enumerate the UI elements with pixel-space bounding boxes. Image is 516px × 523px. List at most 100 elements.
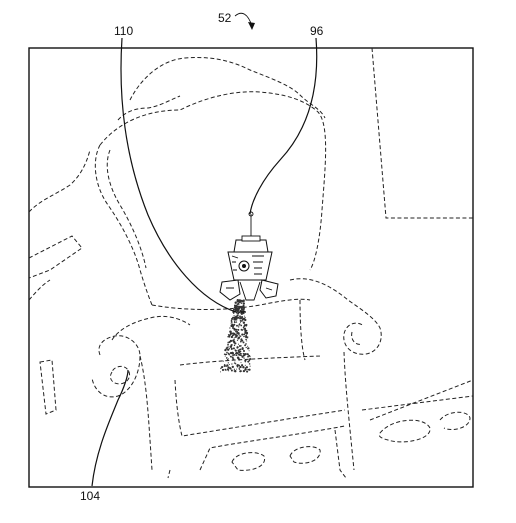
spray-dot xyxy=(233,320,235,322)
spray-dot xyxy=(240,364,244,367)
spray-dot xyxy=(241,316,244,319)
spray-dot xyxy=(234,316,237,318)
spray-dot xyxy=(235,354,238,356)
spray-dot xyxy=(245,335,248,339)
spray-dot xyxy=(229,330,232,333)
spray-dot xyxy=(242,369,246,373)
spray-dot xyxy=(224,368,227,371)
spray-dot xyxy=(231,317,234,320)
spray-dot xyxy=(242,303,244,305)
spray-dot xyxy=(239,348,242,351)
spray-dot xyxy=(243,328,245,330)
spray-dot xyxy=(244,316,246,319)
spray-dot xyxy=(234,308,237,311)
spray-dot xyxy=(243,333,246,336)
spray-dot xyxy=(238,358,241,361)
spray-dot xyxy=(233,334,235,336)
spray-dot xyxy=(239,370,242,372)
spray-dot xyxy=(229,345,233,348)
spray-dot xyxy=(228,346,230,348)
spray-dot xyxy=(245,338,247,341)
spray-dot xyxy=(236,333,238,335)
spray-dot xyxy=(227,366,230,369)
spray-dot xyxy=(238,354,240,356)
spray-dot xyxy=(233,315,235,317)
spray-dot xyxy=(236,324,238,327)
spray-dot xyxy=(240,324,243,327)
spray-dot xyxy=(244,359,247,362)
spray-dot xyxy=(246,337,249,339)
spray-dot xyxy=(233,312,235,314)
spray-dot xyxy=(247,348,249,350)
spray-dot xyxy=(239,299,242,302)
spray-dot xyxy=(236,307,239,310)
spray-dot xyxy=(237,349,240,352)
spray-dot xyxy=(238,307,241,310)
spray-dot xyxy=(245,343,247,345)
suspended-device xyxy=(219,211,279,301)
spray-dot xyxy=(230,347,233,350)
spray-dot xyxy=(243,325,245,328)
spray-dot xyxy=(248,368,251,371)
spray-dot xyxy=(239,315,241,318)
spray-dot xyxy=(240,302,242,304)
spray-dot xyxy=(236,356,240,359)
spray-dot xyxy=(236,346,239,349)
spray-dot xyxy=(238,299,241,301)
spray-dot xyxy=(220,367,222,370)
spray-dot xyxy=(224,349,227,351)
spray-dot xyxy=(221,366,224,369)
spray-dot xyxy=(234,363,237,365)
spray-dot xyxy=(237,312,240,315)
spray-dot xyxy=(225,347,228,350)
spray-dot xyxy=(240,362,242,364)
spray-dot xyxy=(234,336,236,338)
spray-dot xyxy=(227,362,229,364)
spray-dot xyxy=(247,336,249,338)
spray-dot xyxy=(248,363,251,365)
spray-dot xyxy=(238,345,241,347)
spray-dot xyxy=(242,366,245,369)
spray-dot xyxy=(236,330,239,333)
spray-dot xyxy=(238,336,241,339)
spray-dot xyxy=(244,364,246,366)
spray-dot xyxy=(242,312,245,315)
spray-dot xyxy=(234,343,236,345)
spray-dot xyxy=(237,316,239,319)
spray-dot xyxy=(240,310,243,312)
spray-dot xyxy=(225,353,228,356)
spray-dot xyxy=(232,332,234,334)
spray-dot xyxy=(219,371,222,373)
spray-dot xyxy=(242,321,246,324)
spray-dot xyxy=(232,354,234,356)
spray-dot xyxy=(241,339,244,342)
spray-dot xyxy=(229,327,231,329)
spray-dot xyxy=(243,335,245,338)
spray-dot xyxy=(231,363,233,365)
spray-dot xyxy=(241,300,244,303)
spray-dot xyxy=(236,368,238,370)
spray-dot xyxy=(231,351,234,353)
spray-dot xyxy=(231,365,234,369)
spray-dot xyxy=(235,321,238,323)
spray-dot xyxy=(230,332,233,335)
spray-dot xyxy=(232,327,234,329)
spray-dot xyxy=(234,361,236,363)
spray-dot xyxy=(240,353,242,355)
spray-dot xyxy=(230,369,233,372)
spray-dot xyxy=(236,339,239,341)
spray-dot xyxy=(221,368,225,372)
spray-dot xyxy=(226,365,228,367)
spray-dot xyxy=(233,362,235,364)
spray-dot xyxy=(244,361,246,363)
spray-pattern xyxy=(219,299,252,373)
cable-96 xyxy=(249,37,318,215)
spray-dot xyxy=(240,338,243,340)
spray-dot xyxy=(230,319,233,322)
spray-dot xyxy=(225,357,228,359)
spray-dot xyxy=(243,300,245,303)
background-scene xyxy=(28,47,474,443)
spray-dot xyxy=(229,367,232,370)
spray-dot xyxy=(231,356,234,359)
